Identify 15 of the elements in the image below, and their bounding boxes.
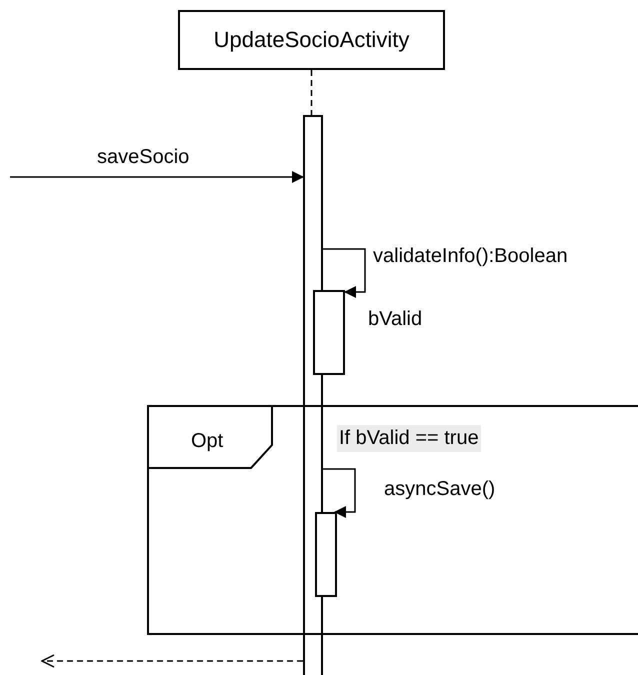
message-label: validateInfo():Boolean xyxy=(373,245,568,268)
return-value-label: bValid xyxy=(368,308,422,331)
activation-bar xyxy=(315,512,337,597)
message-label: asyncSave() xyxy=(384,478,496,501)
activation-bar xyxy=(313,290,345,375)
message-arrow xyxy=(323,468,356,518)
frame-operator: Opt xyxy=(191,430,224,453)
lifeline xyxy=(310,70,312,115)
guard-condition: If bValid == true xyxy=(337,425,481,452)
message-label: saveSocio xyxy=(97,146,190,169)
lifeline-head-box: UpdateSocioActivity xyxy=(178,10,445,70)
opt-frame xyxy=(147,405,638,635)
message-arrow xyxy=(323,248,366,298)
message-arrow xyxy=(10,171,304,183)
return-arrow xyxy=(41,654,303,668)
